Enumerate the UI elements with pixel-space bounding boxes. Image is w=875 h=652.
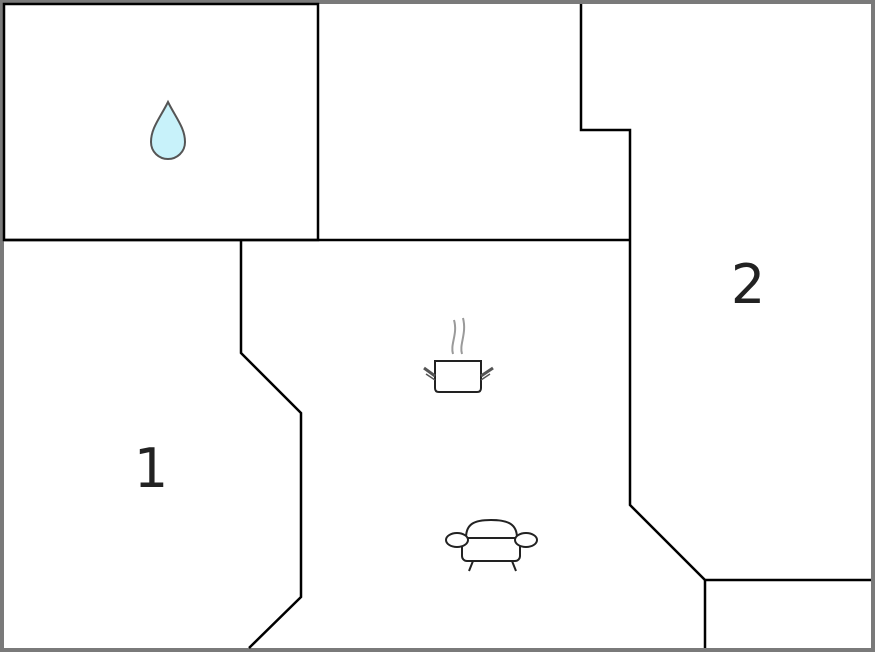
- cooking-pot-icon: [423, 317, 494, 393]
- sofa-icon: [445, 518, 538, 572]
- top-right-stepped-wall: [579, 4, 871, 582]
- water-drop-icon: [149, 99, 187, 161]
- room-label-2: 2: [731, 253, 765, 316]
- room-1-wall: [239, 240, 303, 649]
- room-label-1: 1: [134, 437, 168, 500]
